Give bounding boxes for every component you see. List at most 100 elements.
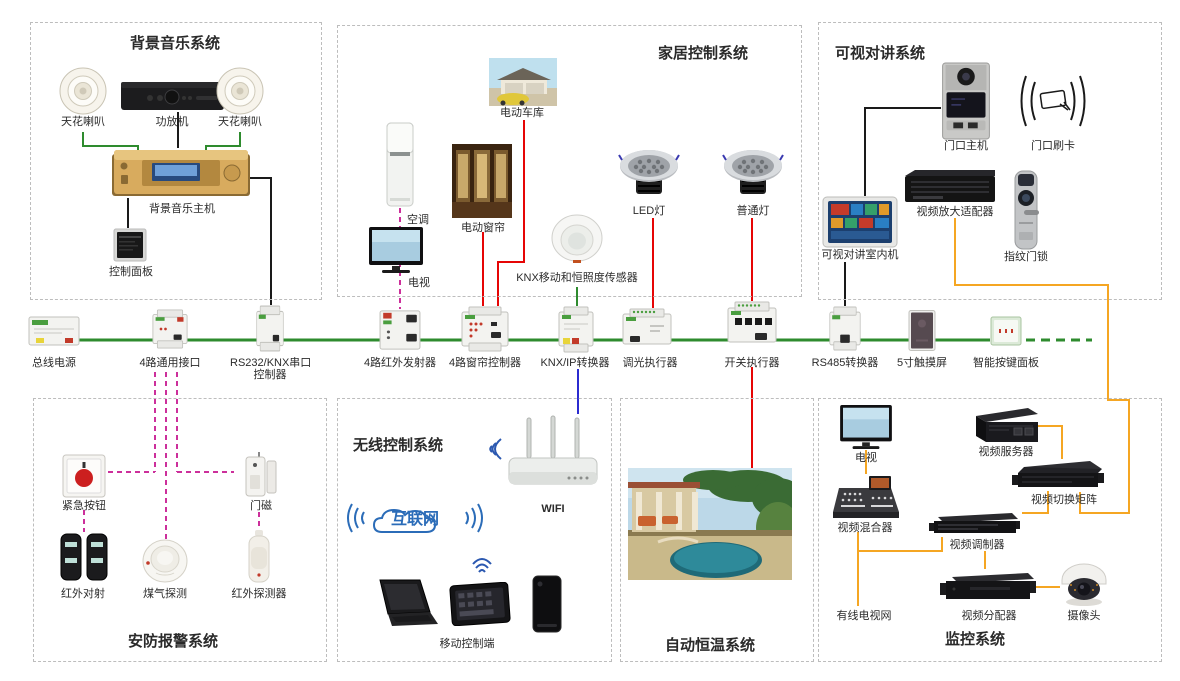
bus-power-label: 总线电源: [32, 357, 76, 369]
door-station-label: 门口主机: [944, 140, 988, 152]
speaker-right-wire: [205, 132, 241, 152]
internet-cloud-icon: [342, 494, 488, 542]
door-magnet-icon: [244, 451, 278, 497]
security-section-title: 安防报警系统: [128, 633, 219, 650]
emergency-button-label: 紧急按钮: [62, 500, 106, 512]
video-matrix-label: 视频切换矩阵: [1031, 494, 1097, 506]
pir-detector-label: 红外探测器: [231, 588, 287, 600]
internet-label: 互联网: [390, 511, 439, 528]
door-station-icon: [941, 62, 991, 140]
home-section-box: [337, 25, 802, 297]
amplifier-icon: [120, 80, 225, 112]
video-adapter-icon: [903, 168, 997, 204]
video-mixer-label: 视频混合器: [837, 522, 893, 534]
music-section-title: 背景音乐系统: [130, 35, 221, 52]
touchscreen-label: 5寸触摸屏: [896, 357, 948, 369]
video-matrix-icon: [1010, 459, 1104, 491]
fingerprint-lock-label: 指纹门锁: [1004, 251, 1048, 263]
video-splitter-label: 视频分配器: [961, 610, 1017, 622]
ac-label: 空调: [407, 214, 429, 226]
pool-photo: [628, 468, 792, 580]
music-host-label: 背景音乐主机: [149, 203, 215, 215]
server-matrix-wire: [1038, 425, 1063, 459]
ceiling-speaker-right-icon: [215, 66, 265, 116]
curtain-label: 电动窗帘: [461, 222, 505, 234]
gas-detector-label: 煤气探测: [143, 588, 187, 600]
speaker-left-wire: [82, 132, 139, 152]
thermostat-section-title: 自动恒温系统: [665, 637, 756, 654]
curtain4-label: 4路窗帘控制器: [448, 357, 522, 369]
indoor-unit-label: 可视对讲室内机: [821, 249, 899, 261]
rs485-module-icon: [829, 306, 861, 351]
control-panel-icon: [113, 228, 147, 262]
led-light-label: LED灯: [632, 205, 666, 217]
control-panel-label: 控制面板: [109, 266, 153, 278]
gas-detector-icon: [142, 539, 188, 583]
normal-light-label: 普通灯: [736, 205, 770, 217]
emergency-button-icon: [62, 454, 106, 498]
fingerprint-lock-icon: [1011, 170, 1041, 250]
door-card-label: 门口刷卡: [1031, 140, 1075, 152]
matrix-modulator-wire: [1022, 491, 1049, 514]
video-splitter-icon: [940, 569, 1036, 603]
ir4-label: 4路红外发射器: [363, 357, 437, 369]
curtain4-module-icon: [461, 306, 509, 352]
dimmer-module-icon: [622, 308, 672, 350]
rs232-label-line1: RS232/KNX串口: [230, 357, 312, 369]
video-modulator-icon: [928, 511, 1020, 537]
ir4-module-icon: [379, 309, 421, 351]
wifi-label: WIFI: [541, 503, 565, 515]
rs232-label-line2: 控制器: [253, 369, 287, 381]
knxip-label: KNX/IP转换器: [540, 357, 610, 369]
knxip-module-icon: [558, 306, 594, 353]
indoor-unit-icon: [822, 196, 898, 248]
laptop-icon: [372, 576, 442, 630]
garage-photo: [489, 58, 557, 106]
tablet-wifi-signal-icon: [470, 556, 494, 576]
keypad-panel-label: 智能按键面板: [973, 357, 1039, 369]
tv-label: 电视: [408, 277, 430, 289]
knx-sensor-icon: [551, 214, 603, 266]
curtain-photo: [452, 144, 512, 218]
dimmer-label: 调光执行器: [622, 357, 678, 369]
doorstation-indoor-wire: [864, 107, 941, 196]
io4-module-icon: [152, 309, 188, 349]
io4-label: 4路通用接口: [139, 357, 201, 369]
tablet-icon: [449, 582, 511, 626]
keypad-panel-icon: [990, 316, 1022, 346]
video-server-icon: [968, 404, 1040, 444]
security-section-box: [33, 398, 327, 662]
music-section-box: [30, 22, 322, 300]
monitoring-section-box: [818, 398, 1162, 662]
home-section-title: 家居控制系统: [658, 45, 749, 62]
ceiling-speaker-left-icon: [58, 66, 108, 116]
switch-actuator-label: 开关执行器: [724, 357, 780, 369]
air-conditioner-icon: [386, 122, 414, 207]
intercom-section-title: 可视对讲系统: [835, 45, 926, 62]
tv-icon: [368, 226, 424, 274]
music-host-icon: [112, 148, 250, 198]
wireless-section-box: [337, 398, 612, 662]
speaker-right-label: 天花喇叭: [218, 116, 262, 128]
knx-sensor-label: KNX移动和恒照度传感器: [516, 272, 638, 284]
dome-camera-icon: [1058, 562, 1110, 608]
wifi-router-icon: [507, 414, 599, 496]
mobile-terminal-label: 移动控制端: [439, 638, 495, 650]
host-rs232-wire: [250, 177, 272, 305]
router-wifi-signal-icon: [485, 436, 505, 462]
bus-power-icon: [28, 312, 80, 350]
door-card-icon: [1014, 68, 1092, 134]
pir-detector-icon: [247, 529, 271, 583]
ir-beam-icon: [58, 532, 110, 582]
video-server-label: 视频服务器: [978, 446, 1034, 458]
intercom-section-box: [818, 22, 1162, 300]
speaker-left-label: 天花喇叭: [61, 116, 105, 128]
door-magnet-label: 门磁: [250, 500, 272, 512]
catv-label: 有线电视网: [836, 610, 892, 622]
normal-light-icon: [722, 140, 784, 202]
monitor-tv-label: 电视: [855, 452, 877, 464]
switch-actuator-icon: [727, 301, 777, 350]
rs485-label: RS485转换器: [811, 357, 879, 369]
smartphone-icon: [527, 574, 567, 634]
